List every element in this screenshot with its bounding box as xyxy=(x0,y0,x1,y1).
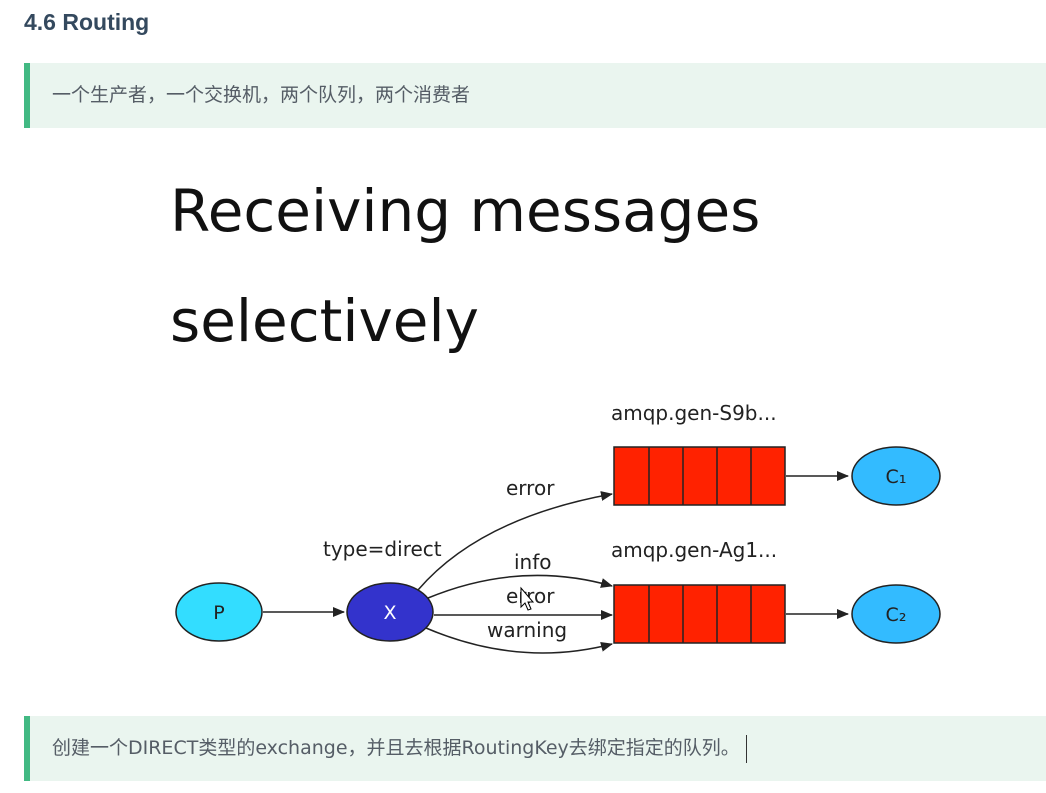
binding-label-error-q2: error xyxy=(506,584,555,608)
mouse-cursor-icon xyxy=(520,586,535,611)
section-heading: 4.6 Routing xyxy=(24,9,150,35)
queue2-box xyxy=(613,584,786,644)
producer-node xyxy=(175,582,263,642)
figure-title-line1: Receiving messages xyxy=(170,177,761,245)
consumer2-node xyxy=(851,584,941,644)
exchange-type-label: type=direct xyxy=(323,537,442,561)
edge-info-queue2 xyxy=(427,574,613,599)
queue1-box xyxy=(613,446,786,506)
intro-text: 一个生产者，一个交换机，两个队列，两个消费者 xyxy=(52,84,471,106)
consumer1-label: C₁ xyxy=(886,466,907,488)
binding-label-warning: warning xyxy=(487,618,567,642)
intro-blockquote: 一个生产者，一个交换机，两个队列，两个消费者 xyxy=(24,63,1046,128)
text-cursor xyxy=(745,734,747,763)
binding-label-info: info xyxy=(514,550,552,574)
note-text: 创建一个DIRECT类型的exchange，并且去根据RoutingKey去绑定… xyxy=(52,737,740,759)
edge-warning-queue2 xyxy=(425,627,613,654)
consumer1-node xyxy=(851,446,941,506)
figure-title-line2: selectively xyxy=(170,287,479,355)
queue2-name-label: amqp.gen-Ag1... xyxy=(611,538,777,562)
exchange-label: X xyxy=(383,602,396,624)
producer-label: P xyxy=(213,602,224,624)
queue1-name-label: amqp.gen-S9b... xyxy=(611,401,777,425)
routing-figure: Receiving messages selectively amqp.gen-… xyxy=(0,128,1046,716)
edge-error-queue1 xyxy=(417,491,613,591)
routing-diagram: amqp.gen-S9b... amqp.gen-Ag1... type=dir… xyxy=(175,401,941,654)
consumer2-label: C₂ xyxy=(886,604,907,626)
binding-label-error-q1: error xyxy=(506,476,555,500)
exchange-node xyxy=(346,582,434,642)
note-blockquote: 创建一个DIRECT类型的exchange，并且去根据RoutingKey去绑定… xyxy=(24,716,1046,781)
